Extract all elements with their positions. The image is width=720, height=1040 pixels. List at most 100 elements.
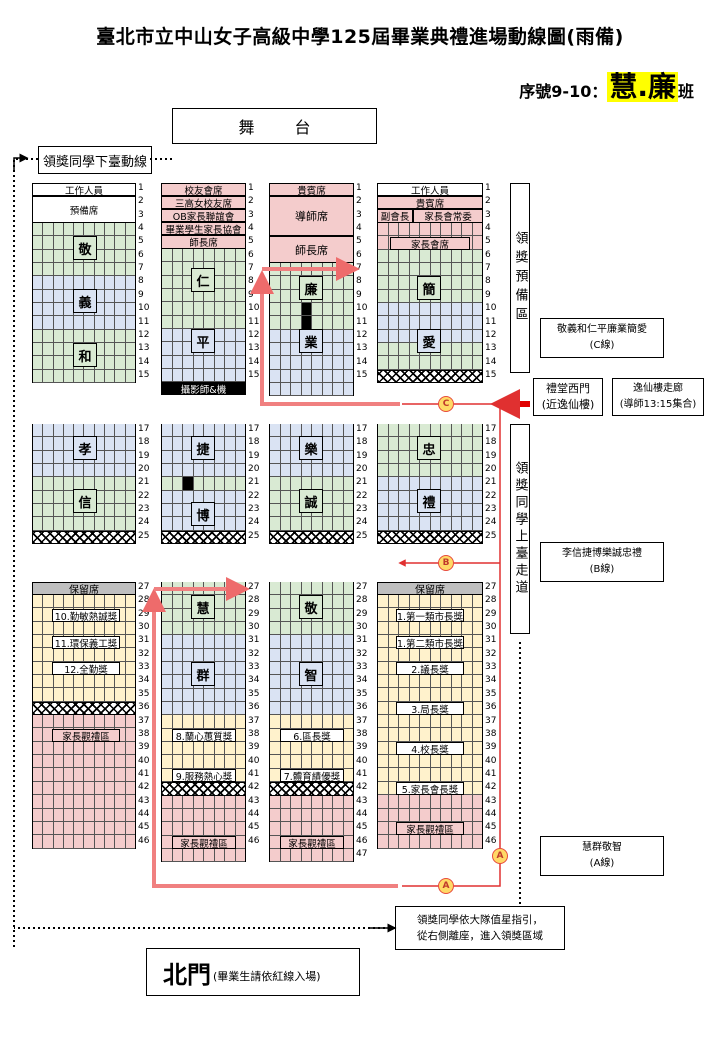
row-number: 17 bbox=[248, 424, 260, 434]
seat bbox=[33, 621, 44, 636]
seat bbox=[291, 582, 302, 596]
seat bbox=[162, 662, 173, 676]
row-number: 18 bbox=[248, 437, 260, 448]
row-number: 17 bbox=[138, 424, 150, 434]
seat bbox=[74, 263, 85, 277]
row-number: 45 bbox=[248, 822, 260, 833]
seat bbox=[430, 808, 441, 822]
seat bbox=[333, 808, 344, 823]
row-number: 9 bbox=[485, 289, 491, 300]
seat bbox=[280, 276, 291, 290]
seat bbox=[451, 223, 462, 237]
class-label: 智 bbox=[299, 662, 323, 686]
seat bbox=[441, 450, 452, 465]
seat-row bbox=[32, 329, 136, 344]
seat bbox=[399, 808, 410, 822]
seat bbox=[451, 768, 462, 782]
seat bbox=[94, 835, 106, 849]
seat bbox=[204, 464, 215, 478]
seat bbox=[472, 728, 482, 742]
seat bbox=[33, 675, 44, 689]
seat bbox=[33, 450, 44, 465]
seat bbox=[420, 621, 431, 636]
seat bbox=[172, 635, 183, 649]
row-number: 35 bbox=[356, 688, 368, 699]
row-number: 22 bbox=[485, 490, 497, 501]
seat bbox=[472, 701, 482, 716]
seat bbox=[333, 675, 344, 689]
seat bbox=[441, 504, 452, 518]
seat bbox=[280, 437, 291, 451]
seat bbox=[105, 263, 116, 277]
row-number: 22 bbox=[248, 490, 260, 501]
seat bbox=[115, 303, 126, 317]
award-label: 9.服務熱心獎 bbox=[172, 769, 236, 783]
row-number: 17 bbox=[485, 424, 497, 434]
seat-row bbox=[32, 808, 136, 822]
seat bbox=[399, 688, 410, 702]
seat bbox=[105, 477, 116, 491]
seat bbox=[84, 755, 95, 769]
seat bbox=[204, 315, 215, 330]
seat bbox=[105, 795, 116, 809]
seat bbox=[378, 688, 389, 702]
seat bbox=[105, 688, 116, 702]
row-number: 35 bbox=[248, 688, 260, 699]
seat bbox=[84, 595, 95, 609]
seat bbox=[125, 424, 135, 438]
seat bbox=[451, 688, 462, 702]
seat bbox=[441, 675, 452, 689]
seat-row bbox=[377, 595, 483, 609]
seat-row bbox=[269, 755, 354, 769]
seat bbox=[280, 369, 291, 384]
seat bbox=[399, 768, 410, 782]
seat bbox=[441, 595, 452, 609]
seat bbox=[172, 477, 183, 491]
seat bbox=[74, 621, 85, 636]
seat bbox=[43, 343, 54, 357]
seat bbox=[125, 450, 135, 465]
seat bbox=[162, 755, 173, 769]
seat bbox=[270, 795, 281, 809]
award-label: 3.局長獎 bbox=[396, 702, 464, 716]
seat bbox=[105, 621, 116, 636]
west-gate-note: (近逸仙樓) bbox=[541, 398, 595, 411]
seat bbox=[462, 249, 473, 264]
seat bbox=[63, 768, 75, 782]
seat-row bbox=[377, 530, 483, 545]
seat bbox=[343, 356, 353, 370]
seat bbox=[301, 303, 312, 317]
seat bbox=[235, 648, 245, 663]
route-a-thin bbox=[402, 404, 501, 887]
seat bbox=[214, 662, 225, 676]
seat bbox=[333, 276, 344, 290]
row-number: 35 bbox=[138, 688, 150, 699]
seat bbox=[270, 675, 281, 689]
row-number: 5 bbox=[485, 236, 491, 247]
seat bbox=[343, 595, 353, 609]
row-number: 36 bbox=[485, 702, 497, 713]
seat-row bbox=[269, 477, 354, 491]
seat bbox=[172, 622, 183, 636]
seat bbox=[270, 648, 281, 663]
seat bbox=[409, 795, 420, 809]
seat bbox=[105, 781, 116, 796]
seat bbox=[343, 303, 353, 317]
row-number: 40 bbox=[485, 755, 497, 766]
seat bbox=[322, 316, 333, 330]
seat bbox=[333, 316, 344, 330]
seat bbox=[63, 621, 75, 636]
seat bbox=[172, 848, 183, 863]
row-number: 7 bbox=[248, 263, 254, 274]
seat bbox=[43, 768, 54, 782]
seat bbox=[33, 369, 44, 384]
seat bbox=[162, 289, 173, 303]
seat bbox=[94, 648, 106, 662]
row-number: 22 bbox=[138, 490, 150, 501]
seat bbox=[183, 702, 194, 716]
seat bbox=[451, 490, 462, 505]
seat bbox=[451, 755, 462, 769]
seat bbox=[105, 821, 116, 836]
seat bbox=[125, 437, 135, 451]
seat bbox=[462, 728, 473, 742]
